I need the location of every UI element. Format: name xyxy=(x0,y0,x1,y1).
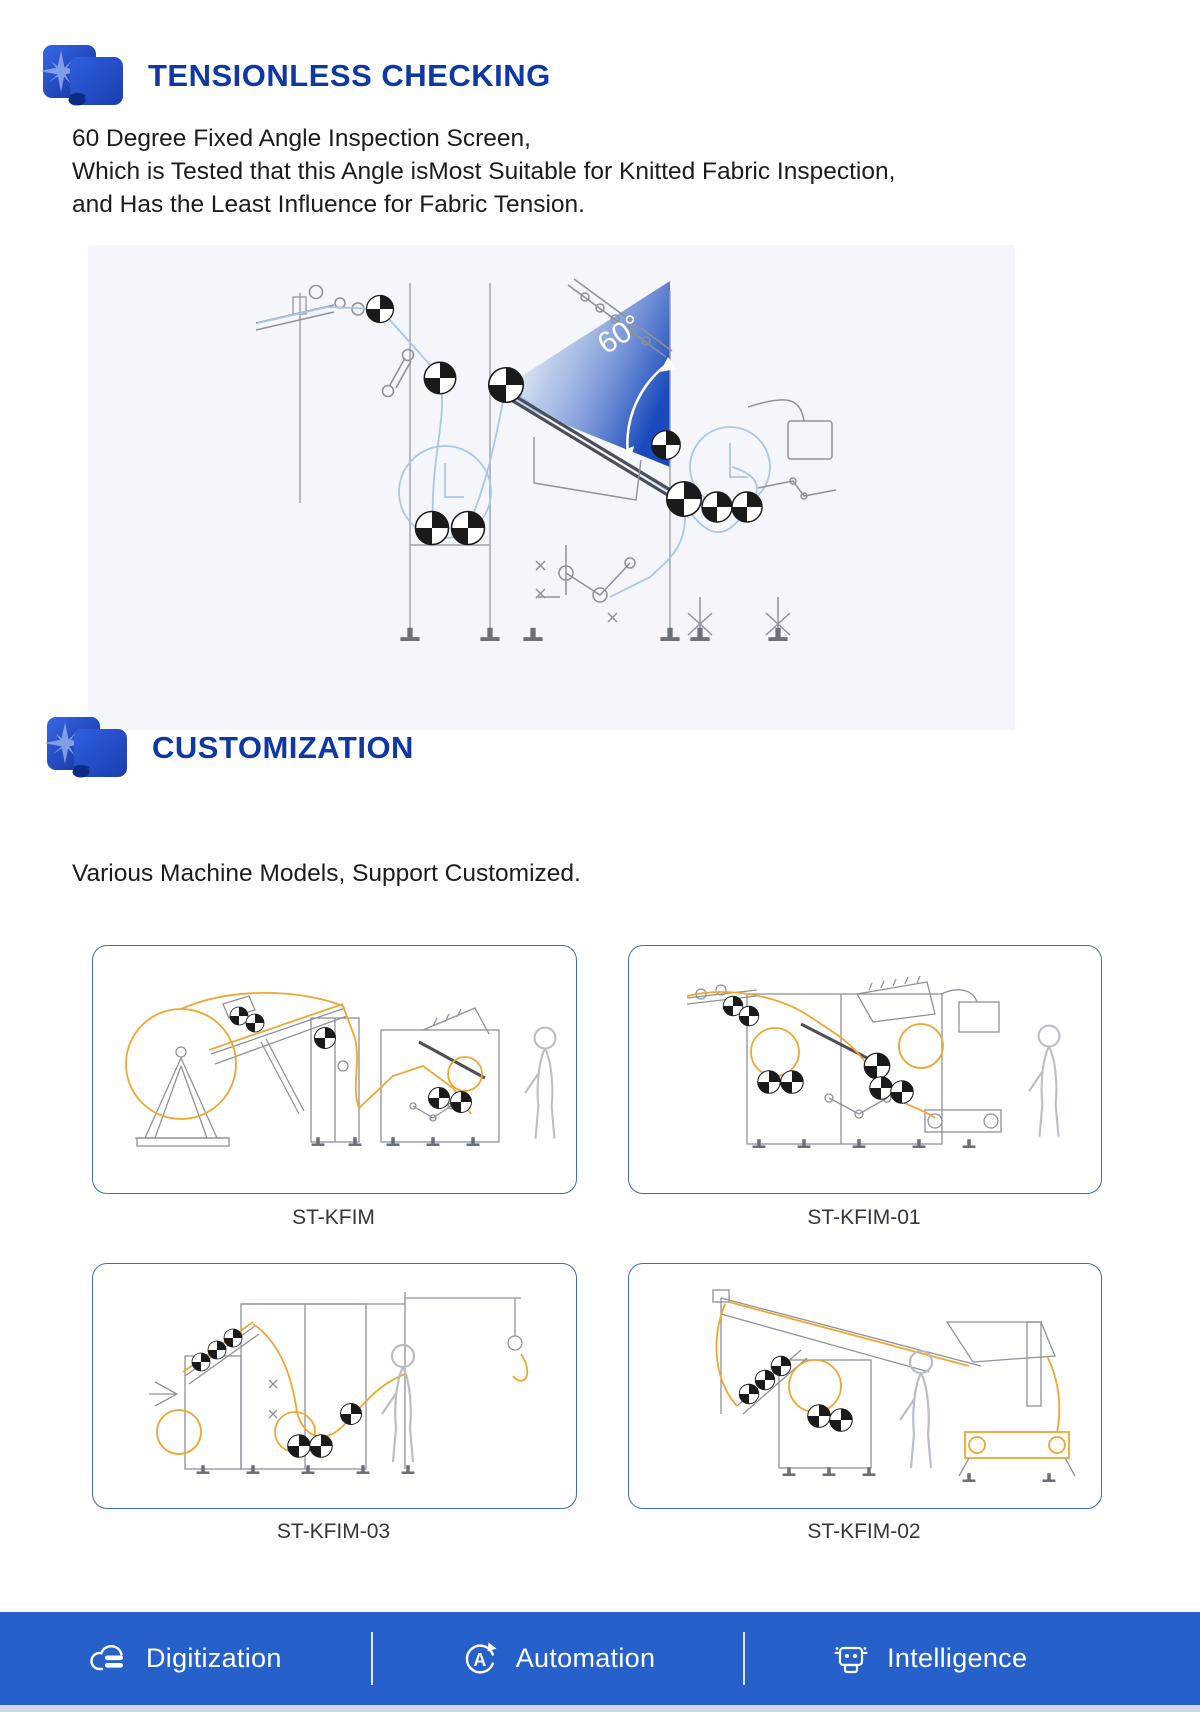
footer-item-label: Intelligence xyxy=(887,1643,1028,1673)
tensionless-paragraph: 60 Degree Fixed Angle Inspection Screen,… xyxy=(72,122,1132,221)
model-label-st-kfim-02: ST-KFIM-02 xyxy=(807,1520,921,1543)
model-label-st-kfim: ST-KFIM xyxy=(292,1206,375,1229)
inspection-machine-diagram: 60° xyxy=(255,278,837,641)
st-kfim-03-machine-illustration xyxy=(149,1292,529,1474)
footer-item-label: Automation xyxy=(515,1643,656,1673)
scroll-star-badge-icon xyxy=(44,717,127,778)
section-title: TENSIONLESS CHECKING xyxy=(148,58,551,93)
footer-item-automation: A Automation xyxy=(372,1612,744,1705)
cloud-server-icon xyxy=(90,1644,123,1670)
scroll-star-badge-icon xyxy=(40,45,123,106)
footer-bar: Digitization A Automation Intelli xyxy=(0,1612,1200,1705)
customization-subtitle: Various Machine Models, Support Customiz… xyxy=(72,860,581,887)
section-header-customization: CUSTOMIZATION xyxy=(44,712,414,784)
inspection-machine-diagram-panel: 60° xyxy=(88,245,1015,730)
footer-divider xyxy=(371,1632,373,1685)
paragraph-line-2: Which is Tested that this Angle isMost S… xyxy=(72,158,896,185)
section-title: CUSTOMIZATION xyxy=(152,730,414,765)
paragraph-line-3: and Has the Least Influence for Fabric T… xyxy=(72,191,585,218)
robot-icon xyxy=(834,1646,868,1673)
st-kfim-01-machine-illustration xyxy=(686,975,1061,1148)
footer-item-intelligence: Intelligence xyxy=(743,1612,1115,1705)
footer-item-label: Digitization xyxy=(146,1643,282,1673)
footer-item-digitization: Digitization xyxy=(0,1612,372,1705)
svg-text:A: A xyxy=(473,1650,486,1670)
footer-divider xyxy=(743,1632,745,1685)
st-kfim-02-machine-illustration xyxy=(712,1289,1076,1482)
model-card-st-kfim-01 xyxy=(628,945,1102,1194)
st-kfim-machine-illustration xyxy=(125,991,557,1147)
model-card-st-kfim-03 xyxy=(92,1263,577,1509)
model-card-st-kfim xyxy=(92,945,577,1194)
model-label-st-kfim-01: ST-KFIM-01 xyxy=(807,1206,921,1229)
model-card-st-kfim-02 xyxy=(628,1263,1102,1509)
section-header-tensionless: TENSIONLESS CHECKING xyxy=(40,40,551,112)
footer-bottom-strip xyxy=(0,1705,1200,1712)
circular-a-icon: A xyxy=(465,1642,497,1673)
paragraph-line-1: 60 Degree Fixed Angle Inspection Screen, xyxy=(72,125,531,152)
model-label-st-kfim-03: ST-KFIM-03 xyxy=(276,1520,391,1543)
machine-feet xyxy=(400,627,788,641)
